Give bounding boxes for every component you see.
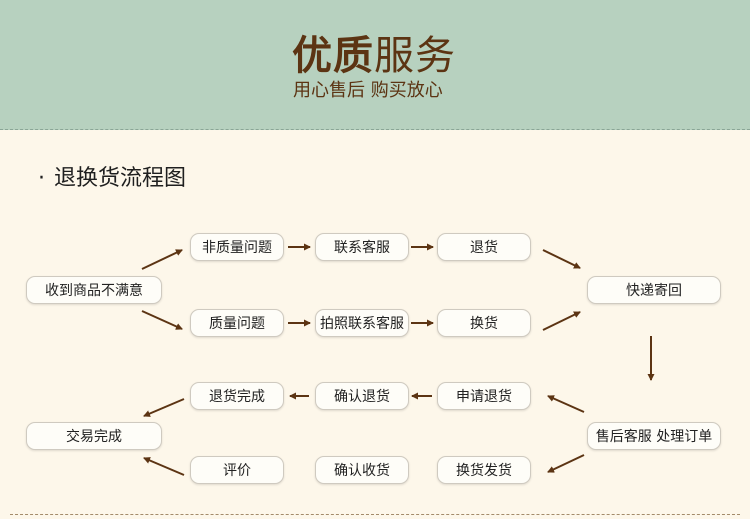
node-return: 退货 — [437, 233, 531, 261]
node-confirm-return: 确认退货 — [315, 382, 409, 410]
arrow-receive-to-quality — [141, 310, 183, 330]
page-title-strong: 优质 — [292, 33, 374, 79]
banner-divider — [0, 129, 750, 130]
node-deal-complete: 交易完成 — [26, 422, 162, 450]
node-confirm-receipt: 确认收货 — [315, 456, 409, 484]
arrow-exchange-to-express — [542, 311, 581, 331]
section-title: 退换货流程图 — [54, 166, 187, 191]
node-return-complete: 退货完成 — [190, 382, 284, 410]
arrow-review-to-deal — [143, 457, 185, 476]
node-review: 评价 — [190, 456, 284, 484]
node-quality-issue: 质量问题 — [190, 309, 284, 337]
node-receive-unsatisfied: 收到商品不满意 — [26, 276, 162, 304]
page-title-light: 服务 — [374, 33, 456, 79]
bottom-divider — [10, 514, 740, 515]
node-exchange-ship: 换货发货 — [437, 456, 531, 484]
node-contact-service: 联系客服 — [315, 233, 409, 261]
arrow-return-done-to-deal — [143, 398, 185, 417]
node-express-return: 快递寄回 — [587, 276, 721, 304]
arrow-return-to-express — [542, 249, 581, 269]
node-photo-contact-service: 拍照联系客服 — [315, 309, 409, 337]
node-apply-return: 申请退货 — [437, 382, 531, 410]
header-banner — [0, 0, 750, 130]
arrow-aftersale-to-exchange-ship — [547, 454, 585, 473]
arrow-aftersale-to-apply — [547, 395, 585, 413]
node-non-quality-issue: 非质量问题 — [190, 233, 284, 261]
section-bullet: · — [38, 166, 45, 191]
arrow-receive-to-non-quality — [141, 249, 183, 270]
page-subtitle: 用心售后 购买放心 — [293, 80, 443, 101]
node-aftersale-process: 售后客服 处理订单 — [587, 422, 721, 450]
node-exchange: 换货 — [437, 309, 531, 337]
